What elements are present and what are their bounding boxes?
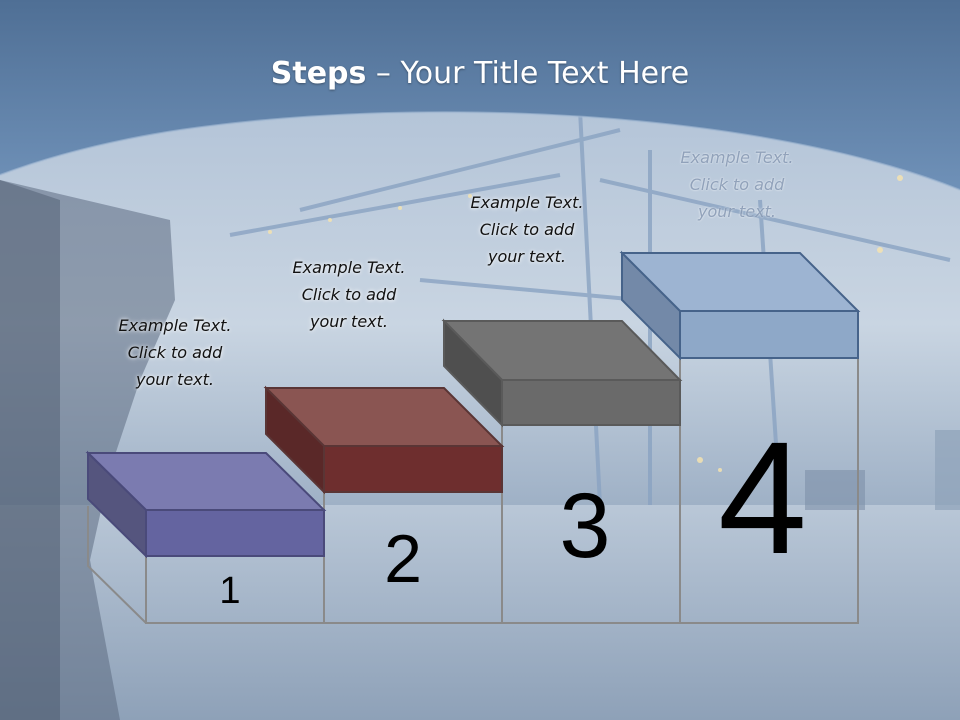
slide-title[interactable]: Steps – Your Title Text Here	[0, 54, 960, 94]
step-4-text[interactable]: Example Text. Click to add your text.	[680, 148, 794, 221]
step-3-text[interactable]: Example Text. Click to add your text.	[470, 193, 584, 266]
step-3-block[interactable]	[441, 318, 683, 624]
step-4-number: 4	[718, 408, 807, 587]
step-1-block[interactable]	[85, 450, 327, 624]
step-2-text[interactable]: Example Text. Click to add your text.	[292, 258, 406, 331]
title-bold: Steps	[270, 56, 367, 91]
step-2-number: 2	[384, 521, 422, 597]
step-4-block[interactable]	[619, 250, 861, 624]
step-1-number: 1	[219, 570, 241, 612]
step-2-block[interactable]	[263, 385, 505, 624]
step-1-text[interactable]: Example Text. Click to add your text.	[118, 316, 232, 389]
step-3-number: 3	[559, 475, 611, 577]
title-rest: – Your Title Text Here	[366, 56, 690, 91]
